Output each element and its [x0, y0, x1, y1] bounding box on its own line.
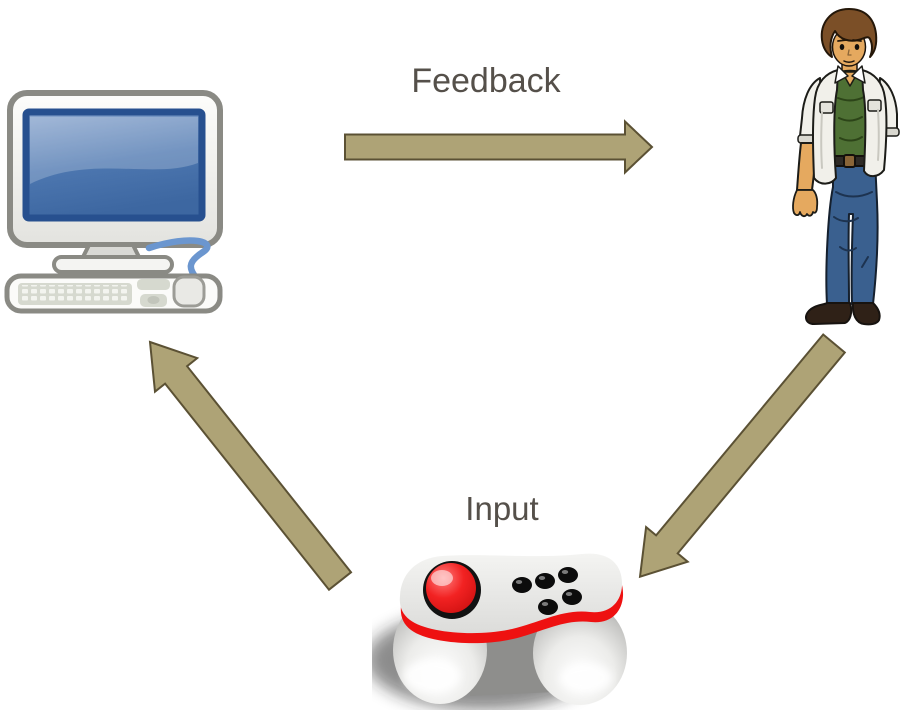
feedback-arrow [344, 119, 654, 175]
person-icon [792, 8, 900, 326]
input-label: Input [465, 490, 539, 527]
game-controller-icon [372, 553, 627, 710]
controller-to-computer-arrow [148, 340, 353, 592]
computer-icon [4, 90, 223, 314]
feedback-label: Feedback [411, 62, 561, 100]
user-to-controller-arrow [638, 333, 847, 579]
